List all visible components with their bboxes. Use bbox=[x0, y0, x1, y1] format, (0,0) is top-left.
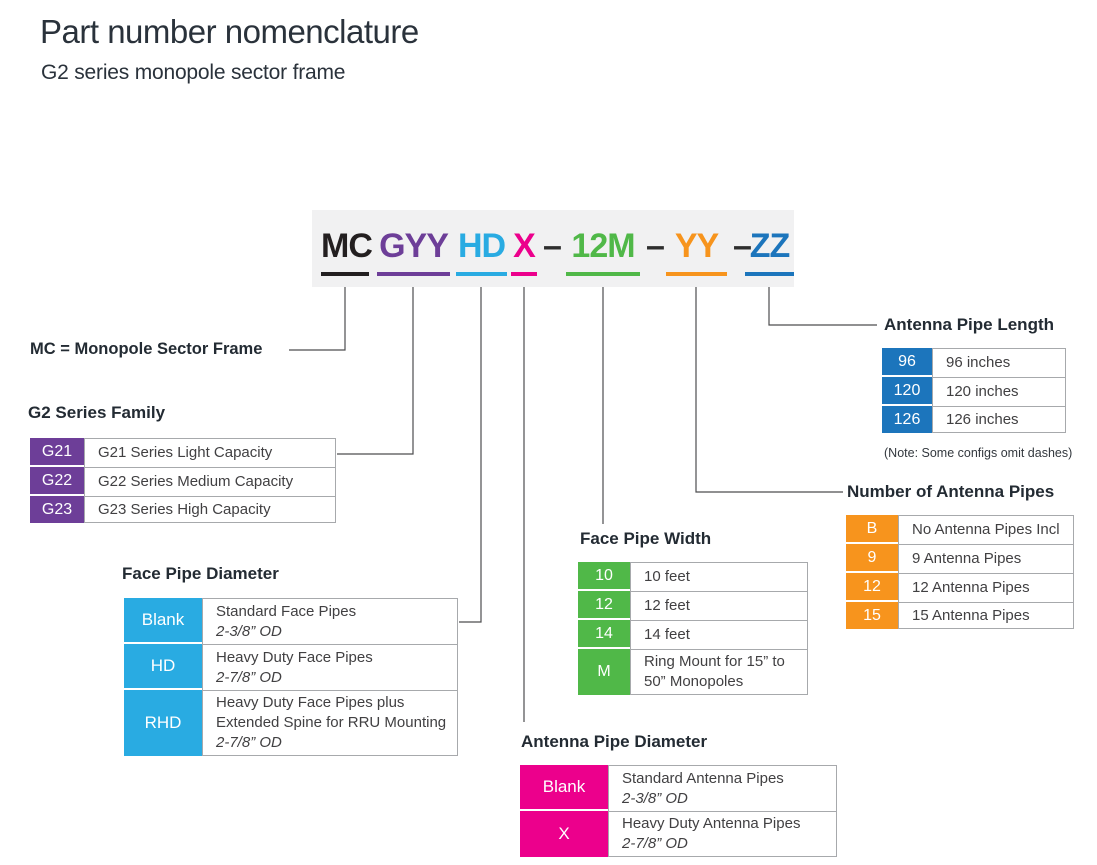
code-badge: Blank bbox=[124, 598, 202, 644]
row-description: G23 Series High Capacity bbox=[84, 496, 336, 523]
code-badge: 15 bbox=[846, 602, 898, 629]
row-description: G22 Series Medium Capacity bbox=[84, 467, 336, 496]
leader-line-hd bbox=[459, 274, 482, 623]
table-row: 9 9 Antenna Pipes bbox=[846, 544, 1074, 573]
row-description: Standard Face Pipes 2-3/8” OD bbox=[202, 598, 458, 644]
row-description: 12 feet bbox=[630, 591, 808, 620]
table-row: 96 96 inches bbox=[882, 348, 1066, 377]
row-description: No Antenna Pipes Incl bbox=[898, 515, 1074, 544]
leader-line-yy bbox=[695, 274, 843, 493]
row-description: 14 feet bbox=[630, 620, 808, 649]
code-badge: Blank bbox=[520, 765, 608, 811]
table-row: 14 14 feet bbox=[578, 620, 808, 649]
part-segment-gyy: GYY bbox=[377, 223, 450, 276]
part-segment-x: X bbox=[511, 223, 537, 276]
row-description: 12 Antenna Pipes bbox=[898, 573, 1074, 602]
row-description: Ring Mount for 15” to 50” Monopoles bbox=[630, 649, 808, 695]
dash-config-note: (Note: Some configs omit dashes) bbox=[884, 446, 1073, 460]
mc-definition-label: MC = Monopole Sector Frame bbox=[30, 340, 263, 358]
row-description: 10 feet bbox=[630, 562, 808, 591]
part-segment-dash-1: – bbox=[543, 227, 562, 265]
page-subtitle: G2 series monopole sector frame bbox=[41, 61, 346, 84]
face-pipe-width-table: 10 10 feet 12 12 feet 14 14 feet M Ring … bbox=[578, 562, 808, 695]
code-badge: B bbox=[846, 515, 898, 544]
heading-face-pipe-diameter: Face Pipe Diameter bbox=[122, 564, 279, 583]
code-badge: RHD bbox=[124, 690, 202, 756]
code-badge: 96 bbox=[882, 348, 932, 377]
series-family-table: G21 G21 Series Light Capacity G22 G22 Se… bbox=[30, 438, 336, 523]
antenna-pipe-diameter-table: Blank Standard Antenna Pipes 2-3/8” OD X… bbox=[520, 765, 837, 857]
code-badge: G22 bbox=[30, 467, 84, 496]
code-badge: G23 bbox=[30, 496, 84, 523]
part-segment-yy: YY bbox=[666, 223, 727, 276]
od-note: 2-7/8” OD bbox=[622, 835, 688, 852]
table-row: B No Antenna Pipes Incl bbox=[846, 515, 1074, 544]
table-row: G22 G22 Series Medium Capacity bbox=[30, 467, 336, 496]
row-description: 15 Antenna Pipes bbox=[898, 602, 1074, 629]
row-description: 120 inches bbox=[932, 377, 1066, 406]
part-segment-dash-3: – bbox=[733, 227, 752, 265]
table-row: 12 12 feet bbox=[578, 591, 808, 620]
description-text: Heavy Duty Face Pipes plus Extended Spin… bbox=[216, 694, 447, 731]
description-text: Standard Face Pipes bbox=[216, 602, 357, 620]
code-badge: 120 bbox=[882, 377, 932, 406]
description-text: Heavy Duty Face Pipes bbox=[216, 648, 373, 666]
table-row: RHD Heavy Duty Face Pipes plus Extended … bbox=[124, 690, 458, 756]
table-row: G23 G23 Series High Capacity bbox=[30, 496, 336, 523]
antenna-pipe-length-table: 96 96 inches 120 120 inches 126 126 inch… bbox=[882, 348, 1066, 433]
table-row: 10 10 feet bbox=[578, 562, 808, 591]
code-badge: G21 bbox=[30, 438, 84, 467]
row-description: Heavy Duty Face Pipes 2-7/8” OD bbox=[202, 644, 458, 690]
row-description: 126 inches bbox=[932, 406, 1066, 433]
table-row: 15 15 Antenna Pipes bbox=[846, 602, 1074, 629]
row-description: Heavy Duty Antenna Pipes 2-7/8” OD bbox=[608, 811, 837, 857]
part-segment-mc: MC bbox=[321, 223, 373, 276]
table-row: G21 G21 Series Light Capacity bbox=[30, 438, 336, 467]
row-description: Standard Antenna Pipes 2-3/8” OD bbox=[608, 765, 837, 811]
part-segment-hd: HD bbox=[456, 223, 507, 276]
antenna-pipe-count-table: B No Antenna Pipes Incl 9 9 Antenna Pipe… bbox=[846, 515, 1074, 629]
table-row: 126 126 inches bbox=[882, 406, 1066, 433]
table-row: Blank Standard Face Pipes 2-3/8” OD bbox=[124, 598, 458, 644]
code-badge: M bbox=[578, 649, 630, 695]
code-badge: 10 bbox=[578, 562, 630, 591]
part-segment-dash-2: – bbox=[646, 227, 665, 265]
table-row: 120 120 inches bbox=[882, 377, 1066, 406]
row-description: 96 inches bbox=[932, 348, 1066, 377]
table-row: M Ring Mount for 15” to 50” Monopoles bbox=[578, 649, 808, 695]
heading-face-pipe-width: Face Pipe Width bbox=[580, 529, 712, 548]
heading-number-of-antenna-pipes: Number of Antenna Pipes bbox=[847, 482, 1055, 501]
code-badge: 14 bbox=[578, 620, 630, 649]
part-segment-12m: 12M bbox=[566, 223, 640, 276]
code-badge: 9 bbox=[846, 544, 898, 573]
face-pipe-diameter-table: Blank Standard Face Pipes 2-3/8” OD HD H… bbox=[124, 598, 458, 756]
heading-antenna-pipe-diameter: Antenna Pipe Diameter bbox=[521, 732, 708, 751]
code-badge: X bbox=[520, 811, 608, 857]
heading-g2-series-family: G2 Series Family bbox=[28, 403, 166, 422]
description-text: Standard Antenna Pipes bbox=[622, 769, 784, 787]
od-note: 2-3/8” OD bbox=[216, 622, 282, 640]
od-note: 2-7/8” OD bbox=[216, 668, 282, 686]
part-number-box: MC GYY HD X – 12M – YY – ZZ bbox=[312, 210, 794, 287]
part-segment-zz: ZZ bbox=[745, 223, 794, 276]
table-row: HD Heavy Duty Face Pipes 2-7/8” OD bbox=[124, 644, 458, 690]
code-badge: 12 bbox=[578, 591, 630, 620]
code-badge: 126 bbox=[882, 406, 932, 433]
table-row: X Heavy Duty Antenna Pipes 2-7/8” OD bbox=[520, 811, 837, 857]
heading-antenna-pipe-length: Antenna Pipe Length bbox=[884, 315, 1054, 334]
row-description: 9 Antenna Pipes bbox=[898, 544, 1074, 573]
od-note: 2-3/8” OD bbox=[622, 789, 688, 807]
code-badge: HD bbox=[124, 644, 202, 690]
row-description: G21 Series Light Capacity bbox=[84, 438, 336, 467]
page-title: Part number nomenclature bbox=[40, 13, 419, 50]
row-description: Heavy Duty Face Pipes plus Extended Spin… bbox=[202, 690, 458, 756]
table-row: 12 12 Antenna Pipes bbox=[846, 573, 1074, 602]
od-note: 2-7/8” OD bbox=[216, 734, 282, 751]
code-badge: 12 bbox=[846, 573, 898, 602]
leader-line-gyy bbox=[337, 274, 414, 455]
table-row: Blank Standard Antenna Pipes 2-3/8” OD bbox=[520, 765, 837, 811]
description-text: Heavy Duty Antenna Pipes bbox=[622, 815, 801, 832]
